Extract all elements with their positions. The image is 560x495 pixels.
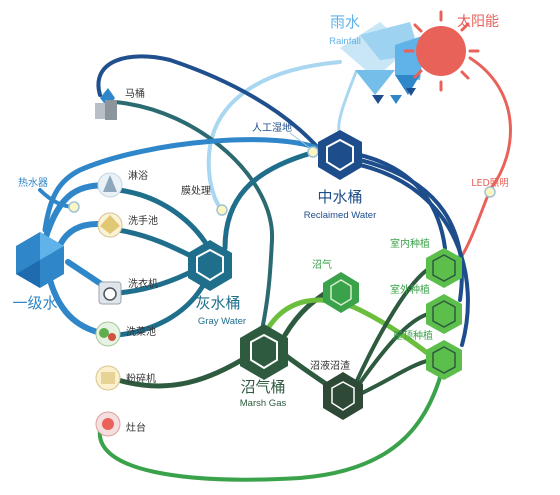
slurry-label: 沼液沼渣	[310, 359, 350, 372]
vegsink-icon	[95, 321, 121, 347]
stove-label: 灶台	[126, 421, 146, 434]
grinder-icon	[95, 365, 121, 391]
handwash-icon	[97, 212, 123, 238]
slurry-to-outdoor-line	[353, 312, 430, 392]
marsh-gas-small-label: 沼气	[312, 258, 332, 271]
shower-icon	[97, 172, 123, 198]
heater-junction	[68, 201, 80, 213]
membrane-label: 膜处理	[181, 185, 211, 197]
rainfall-en: Rainfall	[329, 36, 361, 47]
membrane-junction	[216, 204, 228, 216]
primary-hex	[16, 232, 64, 288]
vegsink-label: 洗菜池	[126, 325, 156, 338]
outdoor-plant-hex	[426, 294, 462, 334]
led-to-indoor-line	[456, 188, 492, 264]
handwash-to-gray-line	[115, 227, 198, 261]
handwash-label: 洗手池	[128, 214, 158, 227]
indoor-plant-hex	[426, 248, 462, 288]
grinder-label: 粉碎机	[126, 372, 156, 385]
gray-to-reclaimed-line	[222, 149, 318, 251]
heater-label: 热水器	[18, 176, 48, 189]
toilet-icon	[95, 88, 117, 120]
reclaimed-hex	[318, 130, 362, 180]
marsh-hex	[240, 324, 288, 380]
roof-plant-label: 屋顶种植	[393, 329, 433, 342]
reclaimed-to-roof-line	[358, 163, 470, 347]
toilet-top-loop	[96, 54, 322, 152]
toilet-label: 马桶	[125, 87, 145, 100]
reclaimed-to-indoor-line	[358, 153, 447, 250]
marsh-zh: 沼气桶	[240, 378, 285, 396]
led-junction	[484, 186, 496, 198]
rain-icon	[340, 22, 425, 104]
stove-line	[97, 358, 447, 482]
sun-icon	[403, 10, 480, 92]
shower-label: 淋浴	[128, 169, 148, 182]
toilet-to-marsh-line	[113, 100, 275, 332]
wetland-junction	[307, 146, 319, 158]
shower-to-gray-line	[115, 187, 208, 245]
solar-zh: 太阳能	[457, 14, 499, 30]
outdoor-plant-label: 室外种植	[390, 283, 430, 296]
slurry-to-indoor-line	[353, 266, 432, 387]
gray-zh: 灰水桶	[195, 294, 240, 312]
primary-zh: 一级水	[12, 294, 57, 312]
reclaimed-zh: 中水桶	[317, 188, 362, 206]
marsh-to-plants-line	[257, 297, 433, 358]
led-label: LED照明	[471, 178, 509, 189]
roof-plant-hex	[426, 340, 462, 380]
rain-to-reclaimed-line	[337, 70, 358, 137]
stove-icon	[95, 411, 121, 437]
washer-label: 洗衣机	[128, 277, 158, 290]
wetland-label: 人工湿地	[252, 121, 292, 134]
rainfall-zh: 雨水	[330, 13, 360, 31]
solar-en: Solar Energy	[465, 38, 520, 49]
washer-icon	[98, 281, 122, 305]
slurry-hex	[323, 372, 363, 420]
gray-en: Gray Water	[198, 316, 246, 327]
gray-hex	[188, 240, 232, 291]
grinder-to-marsh-line	[115, 352, 253, 389]
reclaimed-en: Reclaimed Water	[304, 210, 377, 221]
indoor-plant-label: 室内种植	[390, 237, 430, 250]
slurry-to-roof-line	[356, 358, 432, 397]
solar-to-led-line	[468, 56, 512, 192]
gas-hex	[323, 272, 359, 313]
marsh-en: Marsh Gas	[240, 398, 287, 409]
vegsink-to-gray-line	[115, 279, 208, 338]
reclaimed-to-primary-line	[42, 137, 325, 233]
